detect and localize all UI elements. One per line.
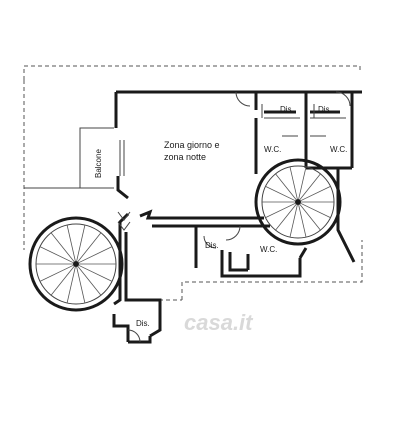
- stair-tread: [289, 166, 298, 200]
- stair-tread: [275, 204, 297, 231]
- dis-mid-label: Dis.: [205, 241, 219, 250]
- stair-tread: [66, 224, 76, 262]
- wc-top-right-label: W.C.: [330, 145, 347, 154]
- dis-top-left-label: Dis.: [280, 105, 294, 114]
- stair-tread: [39, 246, 74, 264]
- stair-tread: [78, 264, 113, 282]
- stair-tread: [265, 202, 296, 218]
- stair-tread: [50, 232, 75, 262]
- stair-tread: [76, 266, 86, 304]
- watermark-logo: casa.it: [184, 310, 254, 335]
- stair-tread: [265, 186, 296, 202]
- walls: [112, 90, 362, 344]
- stair-tread: [77, 266, 102, 296]
- wc-top-left-label: W.C.: [264, 145, 281, 154]
- living-area-label-line1: Zona giorno e: [164, 140, 220, 150]
- dashed-boundary: [23, 65, 363, 301]
- stair-tread: [77, 232, 102, 262]
- stair-tread: [76, 224, 86, 262]
- stair-tread: [300, 202, 331, 218]
- wc-mid-label: W.C.: [260, 245, 277, 254]
- dis-bottom-label: Dis.: [136, 319, 150, 328]
- stair-tread: [50, 266, 75, 296]
- stair-tread: [39, 264, 74, 282]
- stair-tread: [275, 173, 297, 200]
- detail-lines: [117, 91, 351, 343]
- dis-top-right-label: Dis.: [318, 105, 332, 114]
- stair-tread: [298, 204, 307, 238]
- spiral-staircase-right: [254, 158, 342, 246]
- balcony-label: Balcone: [94, 149, 103, 178]
- stair-tread: [300, 186, 331, 202]
- stair-tread: [66, 266, 76, 304]
- stair-tread: [299, 204, 321, 231]
- living-area-label-line2: zona notte: [164, 152, 206, 162]
- stair-tread: [299, 173, 321, 200]
- balcony: [24, 127, 114, 189]
- spiral-staircase-left: [28, 216, 124, 312]
- stair-tread: [289, 204, 298, 238]
- stair-tread: [298, 166, 307, 200]
- stair-tread: [78, 246, 113, 264]
